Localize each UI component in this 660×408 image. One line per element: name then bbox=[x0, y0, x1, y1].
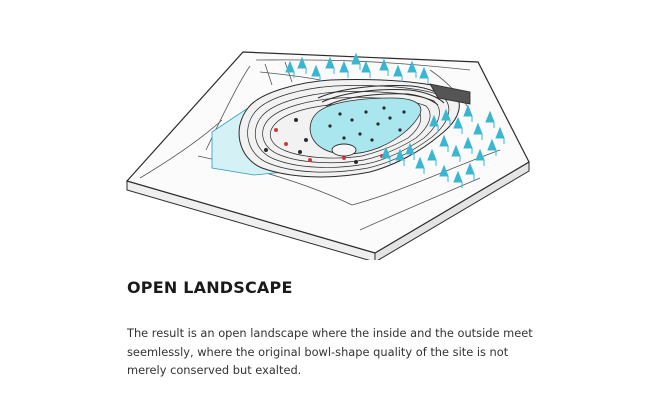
site-axonometric-diagram bbox=[125, 51, 530, 260]
section-caption: The result is an open landscape where th… bbox=[127, 326, 533, 377]
skaters bbox=[328, 106, 406, 142]
ice-field bbox=[309, 97, 422, 155]
section-heading: OPEN LANDSCAPE bbox=[127, 278, 293, 297]
tree-cluster-right bbox=[381, 104, 505, 188]
tree-cluster-top bbox=[285, 52, 429, 84]
round-pavilion bbox=[331, 143, 357, 157]
roof-canopy bbox=[429, 83, 471, 105]
